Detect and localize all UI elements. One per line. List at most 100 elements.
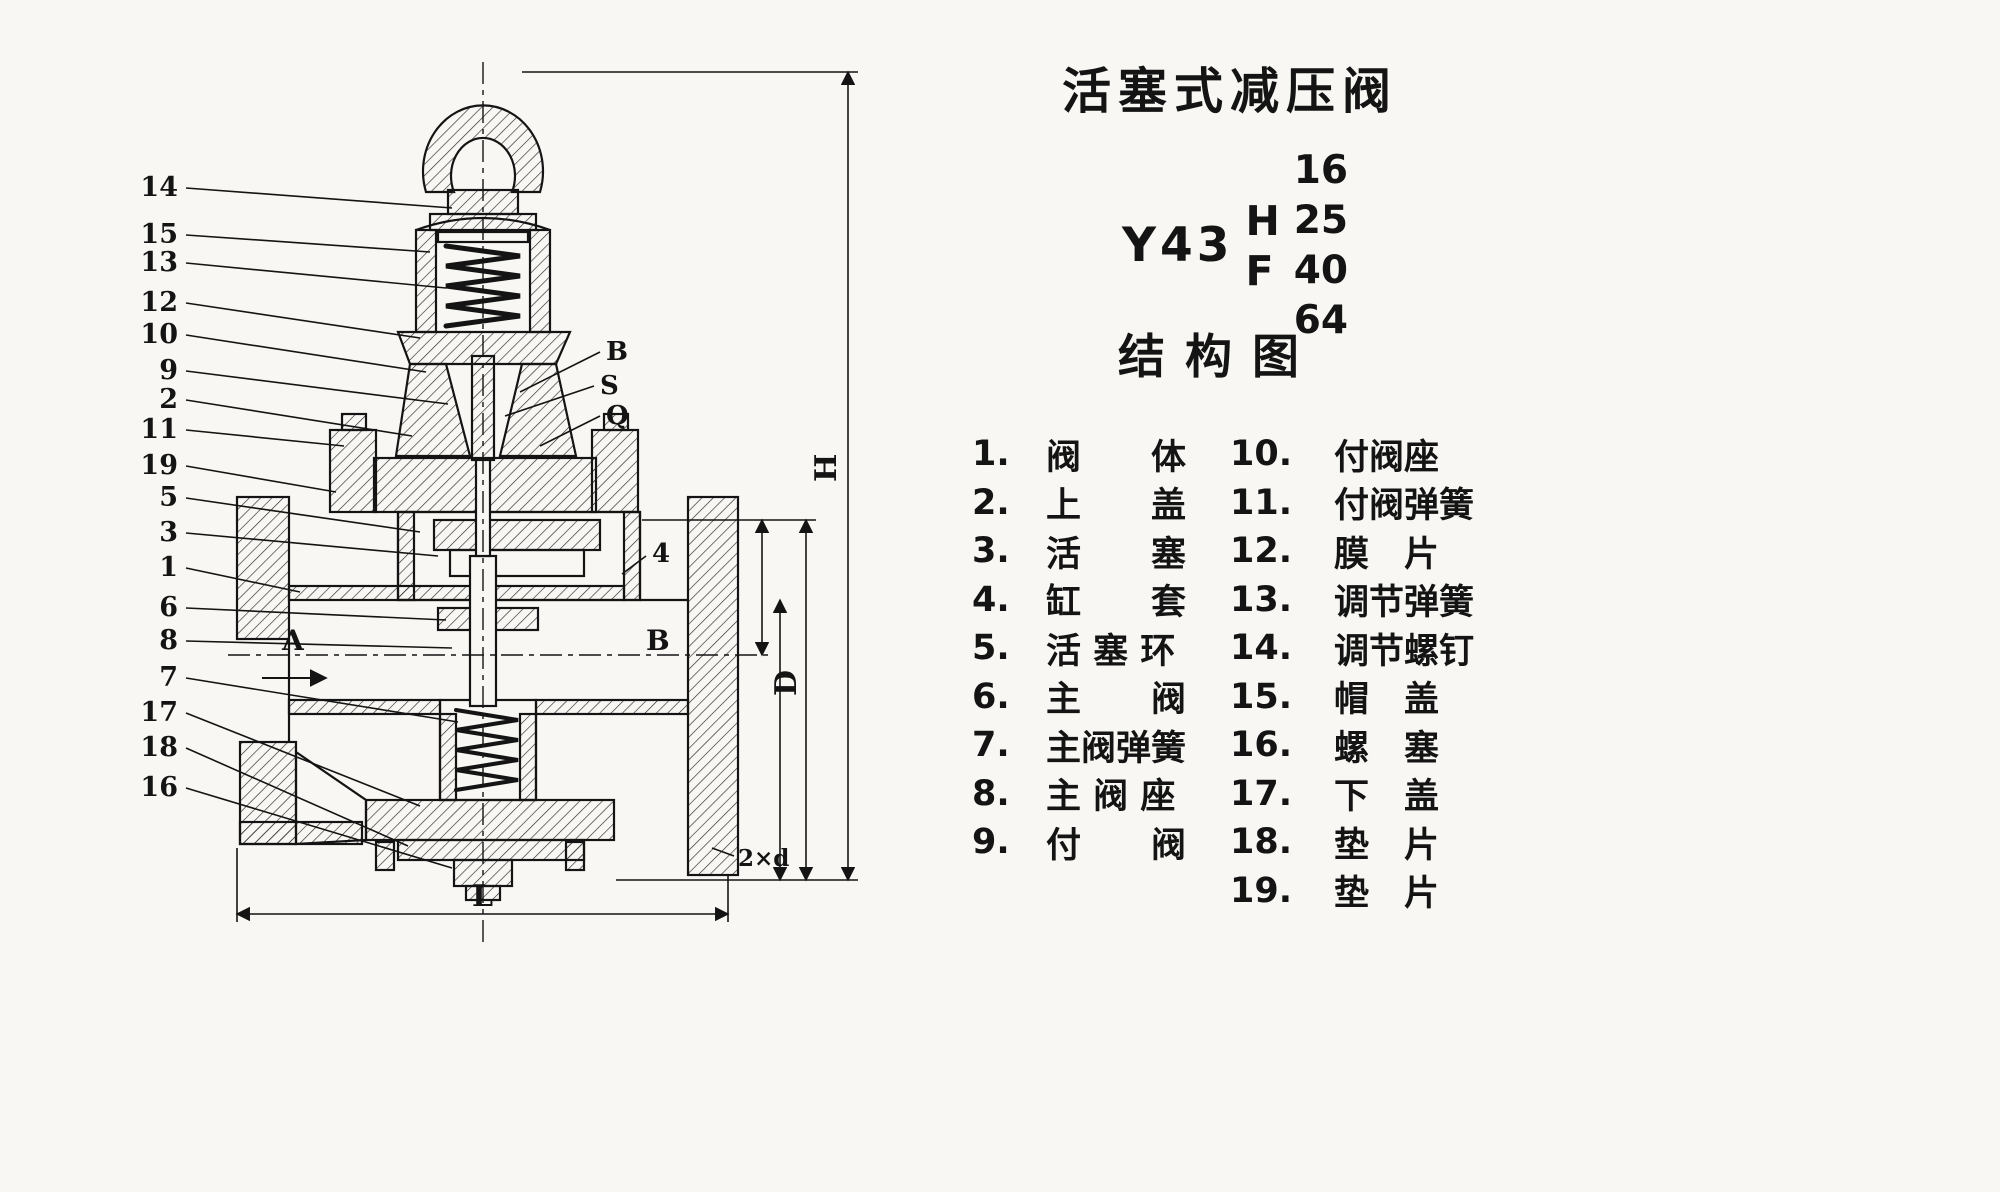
model-letters: H F — [1245, 196, 1279, 296]
lower-wall-right — [518, 712, 538, 802]
part-name: 付阀弹簧 — [1334, 486, 1475, 527]
part-number: 17. — [1230, 773, 1293, 814]
part-name: 帽 盖 — [1334, 680, 1440, 721]
part-item: 4. 缸 套 — [972, 576, 1186, 625]
part-name: 调节弹簧 — [1334, 583, 1475, 624]
part-number: 16. — [1230, 725, 1293, 766]
flange-boss-left — [328, 428, 378, 514]
label-b-port: B — [646, 624, 670, 657]
part-name: 上 盖 — [1046, 486, 1187, 527]
part-item: 19.垫 片 — [1230, 867, 1474, 916]
label-a-port: A — [281, 624, 305, 657]
callout-label: 2 — [159, 384, 178, 415]
part-name: 垫 片 — [1334, 874, 1440, 915]
dim-2xd: 2×d — [738, 845, 789, 872]
part-name: 缸 套 — [1046, 583, 1187, 624]
part-item: 3.活 塞 — [972, 527, 1186, 576]
springs — [443, 243, 521, 792]
part-name: 付阀座 — [1334, 437, 1440, 478]
pressure-ratings: 16 25 40 64 — [1294, 146, 1348, 346]
part-number: 13. — [1230, 579, 1293, 620]
valve-structure-drawing: 14 15 13 12 10 9 2 11 19 5 3 1 6 8 7 17 … — [140, 62, 858, 942]
piston-skirt — [448, 548, 586, 578]
pressure-rating: 64 — [1293, 297, 1349, 343]
callout-label: 13 — [140, 247, 178, 278]
callout-label: 3 — [159, 517, 178, 548]
valve-cross-section — [235, 104, 740, 902]
part-item: 6. 主 阀 — [972, 673, 1186, 722]
callout-label: 10 — [140, 319, 178, 350]
inlet-flange — [235, 495, 291, 641]
part-number: 12. — [1230, 531, 1293, 572]
neck-wall-right — [498, 362, 578, 458]
callout-label: 5 — [159, 482, 178, 513]
part-name: 主阀弹簧 — [1046, 728, 1187, 769]
callout-label: 7 — [159, 662, 178, 693]
page-subtitle: 结构图 — [1118, 330, 1319, 385]
dimension-labels: H D L 2×d — [472, 454, 844, 914]
bolt-right — [602, 412, 630, 432]
part-item: 15. 帽 盖 — [1230, 673, 1474, 722]
part-item: 17.下 盖 — [1230, 770, 1474, 819]
dim-d: D — [769, 670, 804, 696]
callout-label: 17 — [140, 697, 178, 728]
part-name: 主 阀 — [1046, 680, 1187, 721]
part-number: 8. — [972, 773, 1010, 814]
label-q: Q — [606, 401, 629, 431]
part-item: 7. 主阀弹簧 — [972, 721, 1186, 770]
part-number: 2. — [972, 482, 1010, 523]
pressure-rating: 16 — [1293, 148, 1349, 193]
part-item: 2. 上 盖 — [972, 479, 1186, 528]
part-number: 6. — [972, 676, 1010, 717]
part-number: 11. — [1230, 482, 1293, 523]
main-valve-spring — [454, 708, 519, 792]
part-item: 13. 调节弹簧 — [1230, 576, 1474, 625]
bottom-cover — [396, 838, 586, 862]
lower-left-arm — [294, 749, 368, 846]
callout-label: 12 — [140, 287, 178, 318]
part-item: 1.阀 体 — [972, 430, 1186, 479]
neck-wall-left — [394, 362, 472, 458]
pipe-bottom-wall-right — [534, 698, 690, 716]
dim-h: H — [809, 454, 844, 482]
part-name: 主 阀 座 — [1046, 777, 1176, 818]
callout-label: 16 — [140, 772, 178, 803]
part-number: 7. — [972, 725, 1010, 766]
part-number: 4. — [972, 579, 1010, 620]
part-number: 3. — [972, 531, 1010, 572]
adjusting-spring — [443, 243, 521, 329]
part-name: 膜 片 — [1334, 534, 1440, 575]
callout-label: 1 — [159, 552, 178, 583]
adjusting-screw-eye — [421, 104, 545, 194]
part-number: 18. — [1230, 822, 1293, 863]
flange-boss-right — [590, 428, 640, 514]
piston — [432, 518, 602, 552]
bottom-bolt-right — [564, 840, 586, 872]
centerlines — [228, 62, 772, 942]
label-s: S — [600, 371, 619, 401]
part-item: 9.付 阀 — [972, 818, 1186, 867]
part-number: 1. — [972, 434, 1010, 475]
part-name: 调节螺钉 — [1334, 631, 1475, 672]
part-item: 14.调节螺钉 — [1230, 624, 1474, 673]
model-letter: F — [1245, 246, 1274, 295]
cap-wall-right — [528, 228, 552, 334]
part-number: 15. — [1230, 676, 1293, 717]
part-name: 螺 塞 — [1334, 728, 1440, 769]
part-number: 5. — [972, 628, 1010, 669]
callout-label: 19 — [140, 450, 178, 481]
callout-leaders — [185, 187, 459, 869]
callout-label: 14 — [140, 172, 178, 203]
part-item: 8. 主 阀 座 — [972, 770, 1186, 819]
section-labels: B S Q 4 A B — [262, 337, 670, 687]
callout-numbers: 14 15 13 12 10 9 2 11 19 5 3 1 6 8 7 17 … — [140, 172, 178, 803]
part-item: 12. 膜 片 — [1230, 527, 1474, 576]
bottom-flange — [364, 798, 616, 842]
pressure-rating: 25 — [1293, 197, 1349, 243]
part-item: 5.活 塞 环 — [972, 624, 1186, 673]
callout-label: 8 — [159, 625, 178, 656]
page-title: 活塞式减压阀 — [1062, 63, 1399, 120]
pipe-top-wall — [287, 584, 626, 602]
model-designation: Y43 H F 16 25 40 64 — [1122, 146, 1348, 346]
